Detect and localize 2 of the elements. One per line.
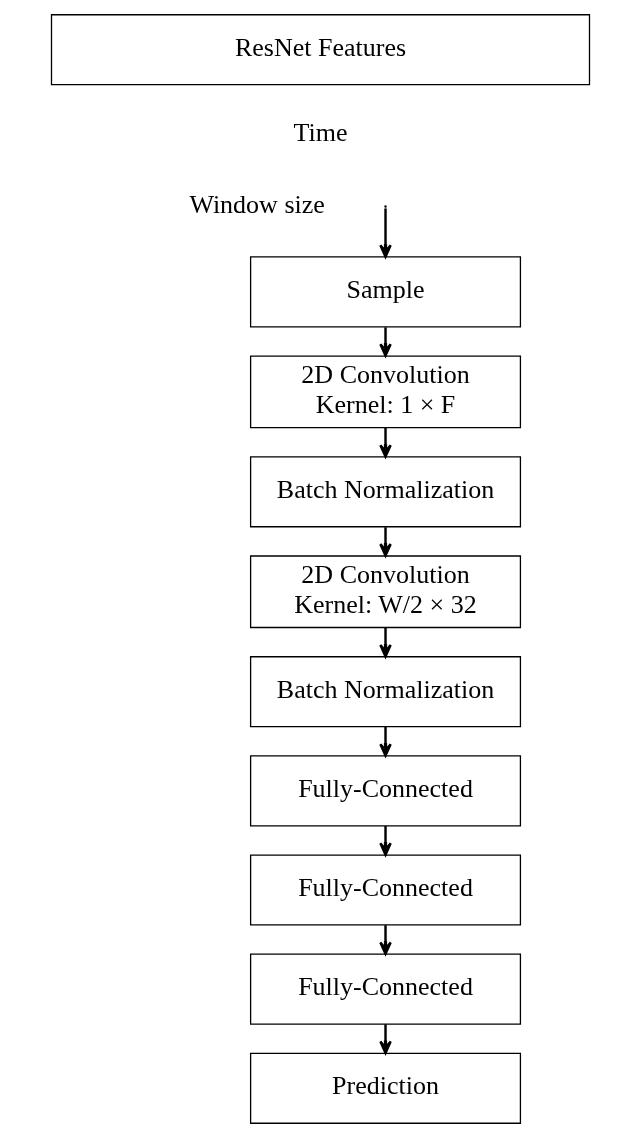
label: Window size bbox=[188, 189, 325, 219]
label: Time bbox=[293, 118, 347, 148]
